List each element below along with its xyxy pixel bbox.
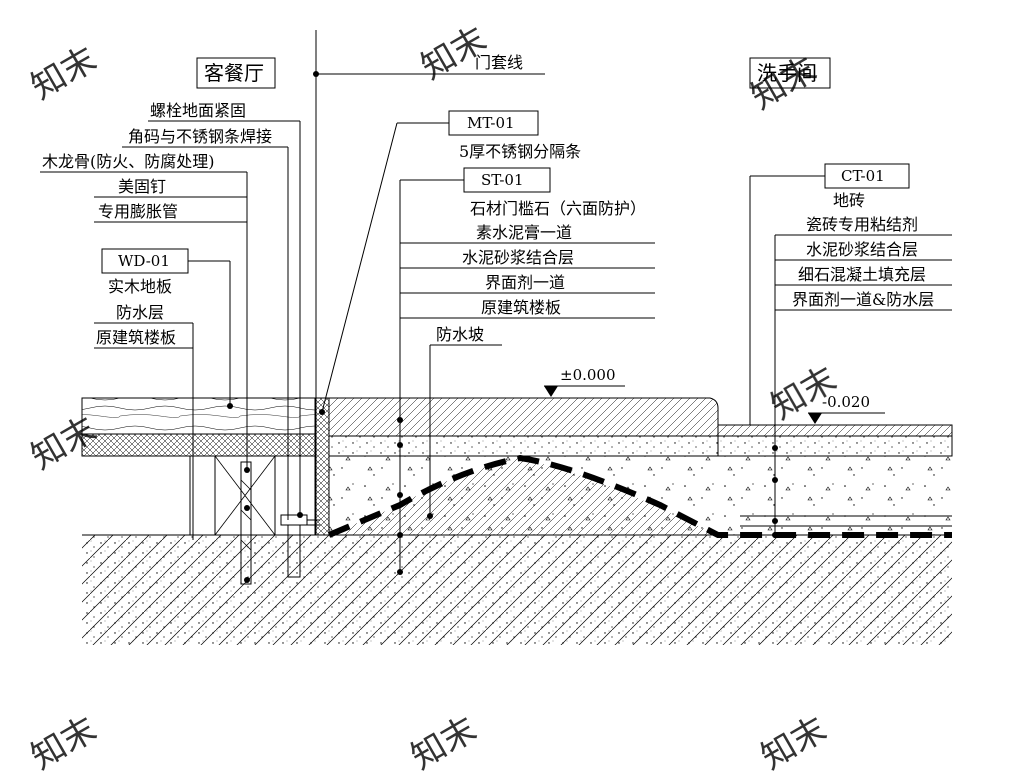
- stainless-steel-strip: [314, 397, 330, 536]
- watermark: 知末: [25, 39, 104, 108]
- stone-layer-5: 原建筑楼板: [481, 298, 561, 317]
- mt-code: MT-01: [467, 114, 515, 132]
- wood-layer-3: 原建筑楼板: [96, 328, 176, 347]
- stone-layer-3: 水泥砂浆结合层: [462, 248, 574, 267]
- level-marker-zero: ±0.000: [544, 366, 625, 397]
- keel-label: 木龙骨(防火、防腐处理): [42, 152, 215, 171]
- ct-code: CT-01: [841, 167, 885, 185]
- level-marker-minus: -0.020: [808, 393, 885, 424]
- ceramic-layer-1: 地砖: [833, 191, 865, 210]
- wood-layer-1: 实木地板: [108, 277, 172, 296]
- stone-threshold: [328, 397, 719, 437]
- nail-label: 美固钉: [118, 177, 166, 196]
- st-code: ST-01: [481, 171, 524, 189]
- waterproof-layer-left: [81, 433, 316, 457]
- slope-label: 防水坡: [436, 325, 484, 344]
- room-right-title: 洗手间: [757, 61, 817, 85]
- level-zero-label: ±0.000: [560, 366, 616, 384]
- watermark: 知末: [755, 709, 834, 778]
- bolt-label: 螺栓地面紧固: [150, 101, 246, 120]
- room-frame-left: [196, 57, 276, 89]
- wood-keel: [214, 455, 276, 536]
- ceramic-layer-4: 细石混凝土填充层: [798, 265, 926, 284]
- ceramic-layer-5: 界面剂一道&防水层: [792, 290, 934, 309]
- wood-layer-2: 防水层: [116, 303, 164, 322]
- waterproof-slope: [329, 458, 718, 535]
- floor-tile: [717, 424, 953, 437]
- ceramic-layer-2: 瓷砖专用粘结剂: [806, 215, 918, 234]
- room-frame-right: [749, 57, 831, 89]
- ceramic-layer-3: 水泥砂浆结合层: [806, 240, 918, 259]
- waterproof-membrane: [327, 454, 952, 538]
- watermark: 知末: [405, 709, 484, 778]
- tube-label: 专用膨胀管: [98, 202, 178, 221]
- room-left-title: 客餐厅: [204, 61, 264, 85]
- solid-wood-floor: [81, 397, 316, 435]
- tile-adhesive: [717, 435, 953, 457]
- door-casing-label: 门套线: [475, 53, 523, 72]
- stone-layer-1: 石材门槛石（六面防护）: [470, 199, 646, 218]
- stone-layer-2: 素水泥膏一道: [476, 223, 572, 242]
- wd-code: WD-01: [118, 252, 170, 270]
- cement-paste: [328, 435, 719, 457]
- angle-code-label: 角码与不锈钢条焊接: [128, 127, 272, 146]
- mt-desc: 5厚不锈钢分隔条: [459, 142, 581, 161]
- watermark: 知末: [25, 709, 104, 778]
- expansion-tube: [240, 461, 252, 585]
- level-minus-label: -0.020: [822, 393, 870, 411]
- stone-layer-4: 界面剂一道: [485, 273, 565, 292]
